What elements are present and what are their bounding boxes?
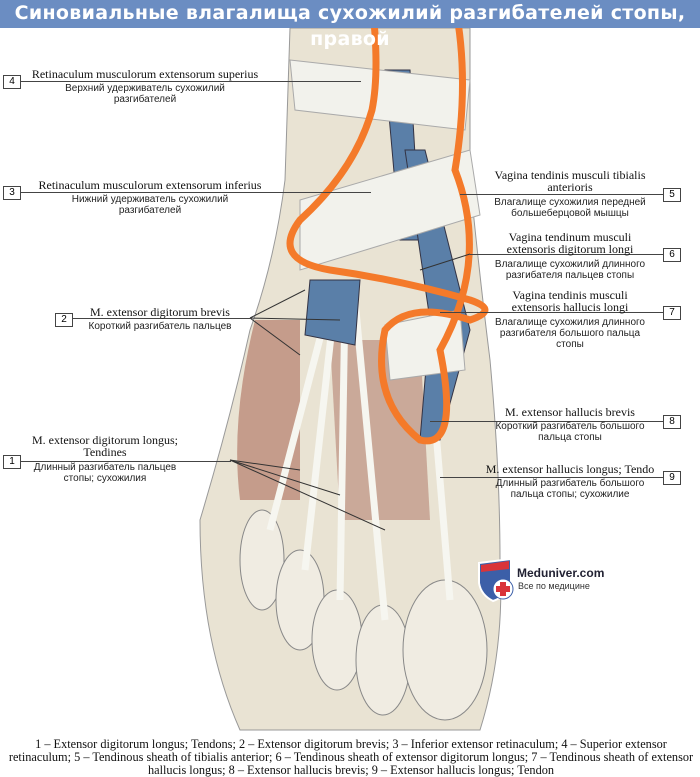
label-1-latin: M. extensor digitorum longus; <box>32 433 178 447</box>
label-8-russian-2: пальца стопы <box>538 432 602 443</box>
label-5-russian: Влагалище сухожилия передней <box>494 197 646 208</box>
logo-name: Meduniver.com <box>517 566 605 580</box>
label-2-latin: M. extensor digitorum brevis <box>90 305 230 319</box>
label-number-7: 7 <box>663 306 681 320</box>
shield-cross-icon <box>478 557 514 603</box>
annotation-freehand-loop <box>286 0 489 445</box>
label-3: Retinaculum musculorum extensorum inferi… <box>20 179 280 216</box>
label-7: Vagina tendinis musculi extensoris hallu… <box>480 289 660 350</box>
label-number-1: 1 <box>3 455 21 469</box>
label-6-latin: Vagina tendinum musculi <box>508 230 632 244</box>
label-number-8: 8 <box>663 415 681 429</box>
label-5-latin: Vagina tendinis musculi tibialis <box>494 168 646 182</box>
label-6-latin-2: extensoris digitorum longi <box>506 242 634 256</box>
figure-caption: 1 – Extensor digitorum longus; Tendons; … <box>8 737 694 777</box>
label-9-russian: Длинный разгибатель большого <box>495 478 645 489</box>
label-7-latin-2: extensoris hallucis longi <box>511 300 629 314</box>
meduniver-logo[interactable]: Meduniver.com Все по медицине <box>475 557 615 607</box>
label-number-4: 4 <box>3 75 21 89</box>
label-3-latin: Retinaculum musculorum extensorum inferi… <box>38 178 262 192</box>
label-6-russian-2: разгибателя пальцев стопы <box>505 270 635 281</box>
label-4-russian-2: разгибателей <box>113 94 177 105</box>
label-number-2: 2 <box>55 313 73 327</box>
label-7-russian-3: стопы <box>556 339 584 350</box>
label-6: Vagina tendinum musculi extensoris digit… <box>480 231 660 281</box>
label-number-9: 9 <box>663 471 681 485</box>
label-number-5: 5 <box>663 188 681 202</box>
label-4-latin: Retinaculum musculorum extensorum superi… <box>31 67 259 81</box>
label-1-latin-2: Tendines <box>83 445 127 459</box>
label-3-russian-2: разгибателей <box>118 205 182 216</box>
label-8: M. extensor hallucis brevis Короткий раз… <box>480 406 660 443</box>
label-4: Retinaculum musculorum extensorum superi… <box>20 68 270 105</box>
label-1: M. extensor digitorum longus; Tendines Д… <box>20 434 190 484</box>
label-7-latin: Vagina tendinis musculi <box>512 288 628 302</box>
label-9: M. extensor hallucis longus; Tendo Длинн… <box>480 463 660 500</box>
label-1-russian: Длинный разгибатель пальцев <box>33 462 177 473</box>
label-6-russian: Влагалище сухожилий длинного <box>494 259 646 270</box>
label-3-russian: Нижний удерживатель сухожилий <box>71 194 229 205</box>
leader-lines <box>229 253 471 531</box>
toes <box>239 509 488 721</box>
label-7-russian-2: разгибателя большого пальца <box>499 328 641 339</box>
label-number-3: 3 <box>3 186 21 200</box>
label-9-russian-2: пальца стопы; сухожилие <box>510 489 630 500</box>
label-1-russian-2: стопы; сухожилия <box>63 473 147 484</box>
label-2: M. extensor digitorum brevis Короткий ра… <box>75 306 245 332</box>
label-5-latin-2: anterioris <box>547 180 593 194</box>
label-8-latin: M. extensor hallucis brevis <box>505 405 635 419</box>
label-number-6: 6 <box>663 248 681 262</box>
label-8-russian: Короткий разгибатель большого <box>495 421 645 432</box>
label-2-russian: Короткий разгибатель пальцев <box>88 321 232 332</box>
label-5: Vagina tendinis musculi tibialis anterio… <box>480 169 660 219</box>
label-9-latin: M. extensor hallucis longus; Tendo <box>485 462 655 476</box>
label-7-russian: Влагалище сухожилия длинного <box>494 317 645 328</box>
label-5-russian-2: большеберцовой мышцы <box>511 208 629 219</box>
label-4-russian: Верхний удерживатель сухожилий <box>65 83 225 94</box>
page-title: Синовиальные влагалища сухожилий разгиба… <box>0 0 700 50</box>
logo-tagline: Все по медицине <box>518 581 590 591</box>
